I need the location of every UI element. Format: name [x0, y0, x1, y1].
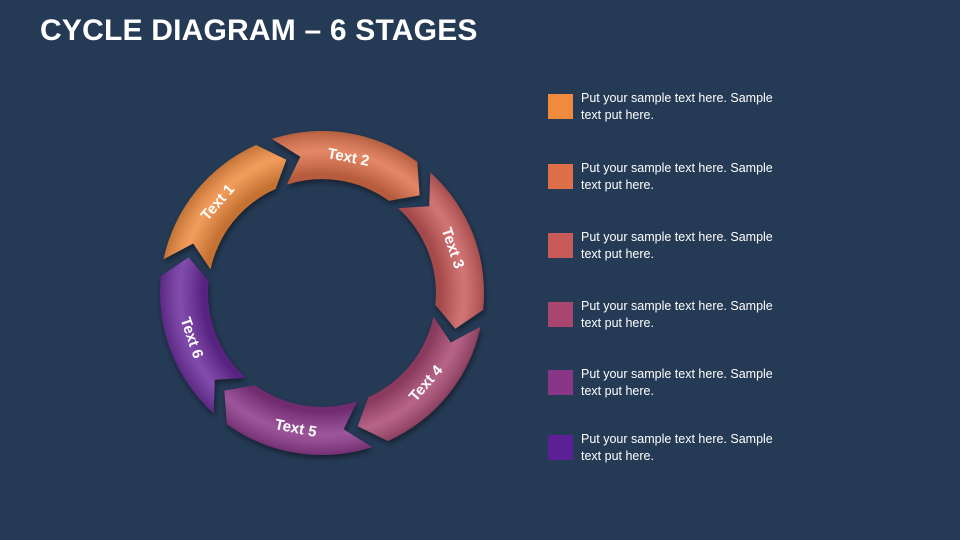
legend-text-line: text put here. — [581, 108, 654, 122]
legend-text-line: Put your sample text here. Sample — [581, 367, 773, 381]
legend-item: Put your sample text here. Sample text p… — [548, 90, 808, 130]
cycle-segment-highlight — [160, 257, 246, 414]
legend-text-line: text put here. — [581, 247, 654, 261]
legend-item: Put your sample text here. Sample text p… — [548, 160, 808, 200]
legend-item: Put your sample text here. Sample text p… — [548, 366, 808, 406]
legend-text: Put your sample text here. Sample text p… — [581, 160, 806, 194]
legend-text-line: Put your sample text here. Sample — [581, 161, 773, 175]
legend-item: Put your sample text here. Sample text p… — [548, 431, 808, 471]
cycle-segment — [224, 385, 373, 456]
cycle-segment-highlight — [271, 130, 420, 201]
page-title: CYCLE DIAGRAM – 6 STAGES — [40, 14, 478, 47]
cycle-segment-highlight — [224, 385, 373, 456]
legend-text-line: text put here. — [581, 316, 654, 330]
legend-text: Put your sample text here. Sample text p… — [581, 298, 806, 332]
legend-text-line: Put your sample text here. Sample — [581, 230, 773, 244]
legend-text: Put your sample text here. Sample text p… — [581, 431, 806, 465]
legend-text: Put your sample text here. Sample text p… — [581, 229, 806, 263]
legend-swatch — [548, 94, 573, 119]
legend-text-line: text put here. — [581, 178, 654, 192]
legend-text-line: Put your sample text here. Sample — [581, 299, 773, 313]
legend-swatch — [548, 302, 573, 327]
legend-text-line: text put here. — [581, 449, 654, 463]
legend-text: Put your sample text here. Sample text p… — [581, 366, 806, 400]
legend-swatch — [548, 164, 573, 189]
cycle-segment — [271, 130, 420, 201]
legend-text-line: Put your sample text here. Sample — [581, 91, 773, 105]
legend-swatch — [548, 370, 573, 395]
legend-text-line: Put your sample text here. Sample — [581, 432, 773, 446]
cycle-segment — [160, 257, 246, 414]
cycle-segment-highlight — [398, 172, 484, 329]
legend-item: Put your sample text here. Sample text p… — [548, 229, 808, 269]
cycle-segment — [163, 145, 287, 270]
legend-text: Put your sample text here. Sample text p… — [581, 90, 806, 124]
cycle-segment — [357, 316, 481, 441]
legend-text-line: text put here. — [581, 384, 654, 398]
legend-swatch — [548, 233, 573, 258]
cycle-segment-highlight — [357, 316, 481, 441]
cycle-segment-highlight — [163, 145, 287, 270]
cycle-segment — [398, 172, 484, 329]
legend-item: Put your sample text here. Sample text p… — [548, 298, 808, 338]
legend-swatch — [548, 435, 573, 460]
